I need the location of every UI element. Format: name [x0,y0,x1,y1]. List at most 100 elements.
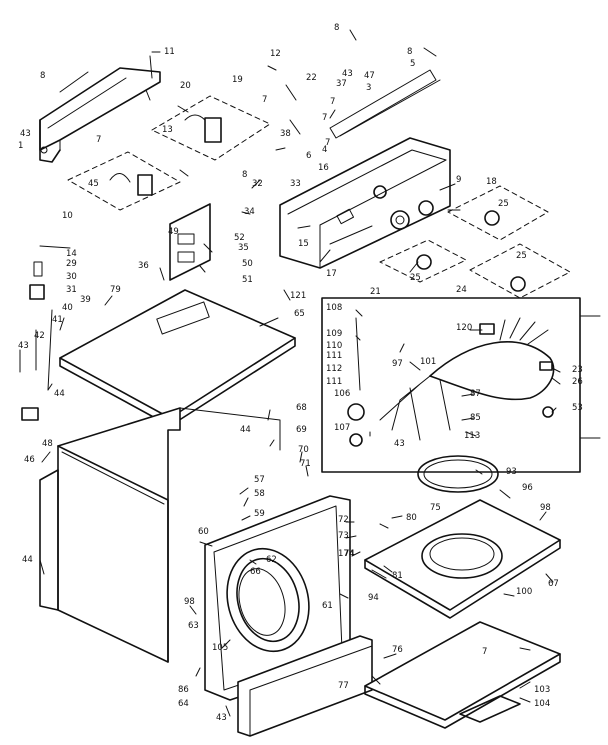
callout-34: 34 [244,207,255,217]
callout-111-2: 111 [326,377,342,387]
callout-6: 6 [306,151,311,161]
callout-121: 121 [290,291,306,301]
callout-113: 113 [464,431,480,441]
callout-86: 86 [178,685,189,695]
callout-108: 108 [326,303,342,313]
callout-33: 33 [290,179,301,189]
callout-20: 20 [180,81,191,91]
callout-62: 62 [266,555,277,565]
top-cover [59,289,296,427]
callout-18: 18 [486,177,497,187]
callout-15: 15 [298,239,309,249]
callout-103: 103 [534,685,550,695]
callout-40: 40 [62,303,73,313]
callout-51: 51 [242,275,253,285]
callout-43-3: 43 [18,341,29,351]
callout-64: 64 [178,699,189,709]
callout-58: 58 [254,489,265,499]
callout-43-4: 43 [394,439,405,449]
wiring-inset [321,297,601,473]
callout-23: 23 [572,365,583,375]
callout-68: 68 [296,403,307,413]
callout-106: 106 [334,389,350,399]
callout-112: 112 [326,364,342,374]
callout-45: 45 [88,179,99,189]
callout-93: 93 [506,467,517,477]
callout-25: 25 [498,199,509,209]
callout-63: 63 [188,621,199,631]
callout-44-3: 44 [22,555,33,565]
callout-79: 79 [110,285,121,295]
callout-101: 101 [420,357,436,367]
left-small-parts [19,245,71,421]
callout-10: 10 [62,211,73,221]
lint-lid [364,621,561,729]
callout-26: 26 [572,377,583,387]
callout-80: 80 [406,513,417,523]
callout-3: 3 [366,83,371,93]
callout-57: 57 [254,475,265,485]
callout-16: 16 [318,163,329,173]
callout-24: 24 [456,285,467,295]
callout-59: 59 [254,509,265,519]
callout-14: 14 [66,249,77,259]
callout-96: 96 [522,483,533,493]
callout-67: 67 [548,579,559,589]
callout-174: 174 [338,549,354,559]
timer-switch-group [67,95,271,211]
callout-65: 65 [294,309,305,319]
callout-7-6: 7 [482,647,487,657]
callout-71: 71 [300,459,311,469]
callout-98-2: 98 [184,597,195,607]
callout-75: 75 [430,503,441,513]
callout-74: 74 [344,549,355,559]
callout-47: 47 [364,71,375,81]
callout-7-2: 7 [262,95,267,105]
work-top [364,499,561,619]
callout-109: 109 [326,329,342,339]
callout-104: 104 [534,699,550,709]
callout-70: 70 [298,445,309,455]
callout-72: 72 [338,515,349,525]
callout-37: 37 [336,79,347,89]
callout-21: 21 [370,287,381,297]
callout-1: 1 [18,141,23,151]
callout-38: 38 [280,129,291,139]
callout-42: 42 [34,331,45,341]
callout-30: 30 [66,272,77,282]
seal-ring [417,455,499,493]
callout-97: 97 [392,359,403,369]
callout-107: 107 [334,423,350,433]
leader-lines [35,29,561,717]
callout-43-5: 43 [216,713,227,723]
callout-76: 76 [392,645,403,655]
callout-85: 85 [470,413,481,423]
callout-25-2: 25 [516,251,527,261]
callout-43: 43 [20,129,31,139]
callout-105: 105 [212,643,228,653]
callout-7-3: 7 [322,113,327,123]
callout-12: 12 [270,49,281,59]
rear-panel-bracket [39,55,161,163]
callout-32: 32 [252,179,263,189]
callout-111: 111 [326,351,342,361]
callout-8-2: 8 [334,23,339,33]
callout-9: 9 [456,175,461,185]
callout-110: 110 [326,341,342,351]
callout-11: 11 [164,47,175,57]
callout-4: 4 [322,145,327,155]
callout-5: 5 [410,59,415,69]
callout-39: 39 [80,295,91,305]
callout-50: 50 [242,259,253,269]
callout-53: 53 [572,403,583,413]
callout-41: 41 [52,315,63,325]
switch-bracket [169,203,211,281]
callout-94: 94 [368,593,379,603]
callout-31: 31 [66,285,77,295]
callout-7-4: 7 [325,138,330,148]
knob-boxes [379,185,571,299]
callout-43-2: 43 [342,69,353,79]
callout-44-2: 44 [240,425,251,435]
